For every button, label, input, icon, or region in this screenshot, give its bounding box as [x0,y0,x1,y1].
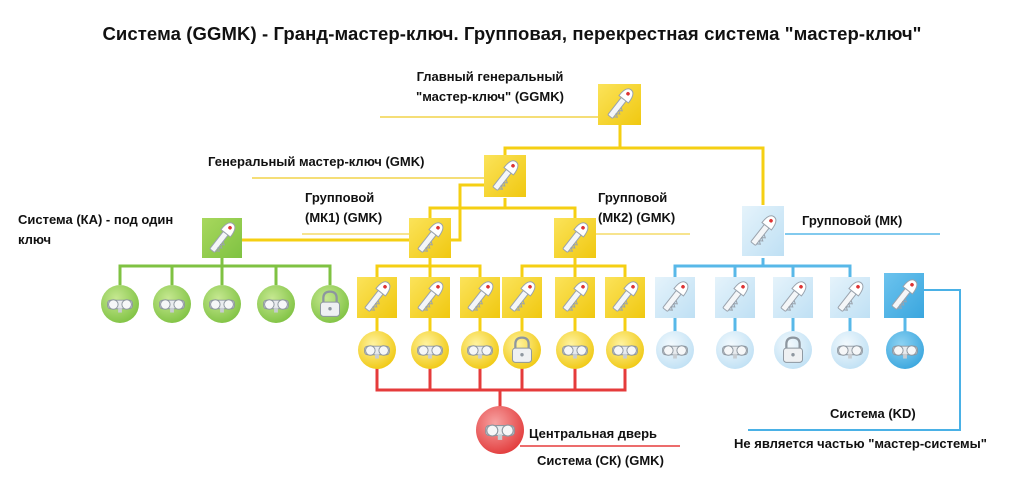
lock-circles [101,285,924,454]
mk1-lock-cylinder-icon [461,331,499,369]
key-cards [202,84,924,318]
ggmk-to-branch [618,125,765,205]
mk2-fan [520,258,627,277]
kd-lock-cylinder-icon [886,331,924,369]
ka-label: Система (КА) - под один ключ [18,210,173,250]
gmk-to-ka [242,183,487,242]
mk1-lock-cylinder-icon [411,331,449,369]
ka-lock-cylinder-icon [257,285,295,323]
ka-lock-cylinder-icon [153,285,191,323]
connector-lines [118,116,961,447]
central-door-lock-icon [476,406,524,454]
mk-child-key-icon [773,277,813,318]
mk1-fan [375,258,482,277]
kd-key-icon [884,273,924,318]
ck-label: Система (СК) (GMK) [537,453,664,468]
ka-label-line2: ключ [18,232,52,247]
mk1-label-line2: (МК1) (GMK) [305,210,383,225]
mk2-lock-cylinder-icon [556,331,594,369]
mk1-child-key-icon [410,277,450,318]
red-collector-right [520,368,627,392]
mk1-child-key-icon [460,277,500,318]
ka-padlock-icon [311,285,349,323]
mk2-key-icon [554,218,596,258]
mk1-lock-cylinder-icon [358,331,396,369]
mk2-lock-cylinder-icon [606,331,644,369]
red-collector-left [375,368,482,392]
mk-child-key-icon [830,277,870,318]
ka-lock-cylinder-icon [203,285,241,323]
mk1-label-line1: Групповой [305,190,375,205]
mk2-label-line1: Групповой [598,190,668,205]
mk-label: Групповой (МК) [802,213,903,228]
mk-padlock-icon [774,331,812,369]
mk2-label-line2: (МК2) (GMK) [598,210,676,225]
mk-child-key-icon [655,277,695,318]
branch-to-gmk [503,146,620,155]
mk1-child-key-icon [357,277,397,318]
yellow-key-lock-links [375,318,627,332]
gmk-label: Генеральный мастер-ключ (GMK) [208,154,425,169]
gmk-key-icon [484,155,526,197]
mk2-child-key-icon [605,277,645,318]
mk-fan [673,258,852,277]
mk-key-icon [742,206,784,256]
gmk-to-groups [428,198,577,218]
central-door-label: Центральная дверь [529,426,658,441]
ka-fan [118,258,332,285]
mk2-label: Групповой (МК2) (GMK) [598,188,675,228]
kd-label: Система (KD) [830,406,916,421]
mk-child-key-icon [715,277,755,318]
ka-lock-cylinder-icon [101,285,139,323]
ggmk-key-icon [598,84,641,125]
mk2-padlock-icon [503,331,541,369]
mk2-child-key-icon [502,277,542,318]
ka-label-line1: Система (КА) - под один [18,212,174,227]
kd-leader [748,289,961,431]
mk-lock-cylinder-icon [656,331,694,369]
red-to-door [430,388,575,408]
ggmk-label-line1: Главный генеральный [416,69,564,84]
mk-lock-cylinder-icon [716,331,754,369]
blue-key-lock-links [673,318,907,332]
ggmk-label: Главный генеральный "мастер-ключ" (GGMK) [390,67,590,107]
mk2-child-key-icon [555,277,595,318]
page-title: Система (GGMK) - Гранд-мастер-ключ. Груп… [102,23,922,44]
mk1-label: Групповой (МК1) (GMK) [305,188,382,228]
ka-key-icon [202,218,242,258]
ggmk-label-line2: "мастер-ключ" (GGMK) [416,89,564,104]
kd-note-label: Не является частью "мастер-системы" [734,436,987,451]
mk-lock-cylinder-icon [831,331,869,369]
mk1-key-icon [409,218,451,258]
